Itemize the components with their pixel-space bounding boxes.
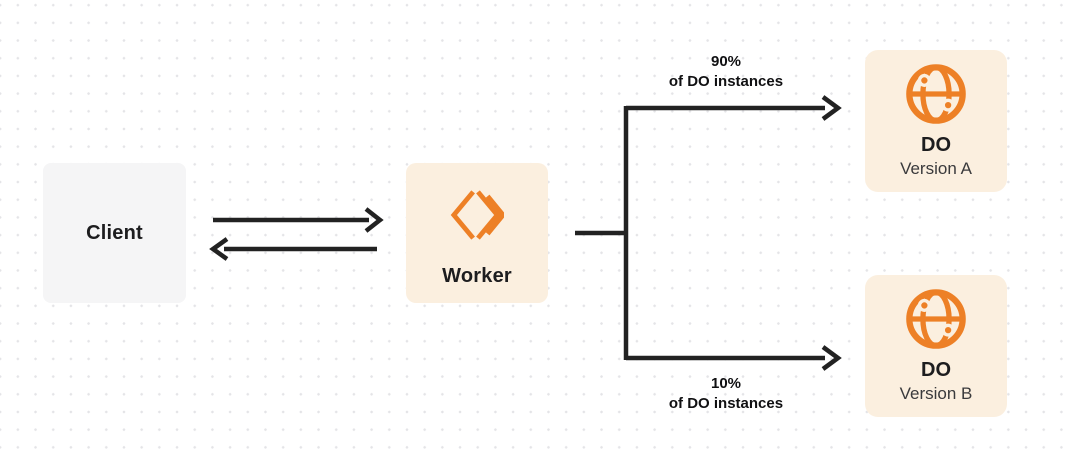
client-label: Client — [86, 221, 143, 244]
client-to-worker-arrowhead-icon — [364, 207, 384, 233]
workers-logo-icon — [450, 187, 504, 243]
worker-label: Worker — [442, 265, 512, 287]
branch-bottom-arrowhead-icon — [821, 345, 842, 371]
client-node: Client — [43, 163, 186, 303]
bottom-branch-label: 10% of DO instances — [616, 374, 836, 414]
worker-to-client-arrowhead-icon — [209, 237, 229, 261]
top-branch-caption: of DO instances — [668, 73, 784, 90]
do-version-a-node: DO Version A — [865, 50, 1007, 192]
globe-icon — [905, 63, 967, 125]
bottom-branch-percentage: 10% — [710, 375, 742, 392]
do-a-subtitle: Version A — [900, 159, 972, 178]
do-b-title: DO — [921, 359, 951, 381]
do-a-title: DO — [921, 134, 951, 156]
worker-node: Worker — [406, 163, 548, 303]
bottom-branch-caption: of DO instances — [668, 395, 784, 412]
globe-icon — [905, 288, 967, 350]
do-b-subtitle: Version B — [899, 384, 973, 403]
top-branch-label: 90% of DO instances — [616, 52, 836, 92]
do-version-b-node: DO Version B — [865, 275, 1007, 417]
branch-top-arrowhead-icon — [821, 95, 842, 121]
top-branch-percentage: 90% — [710, 53, 742, 70]
